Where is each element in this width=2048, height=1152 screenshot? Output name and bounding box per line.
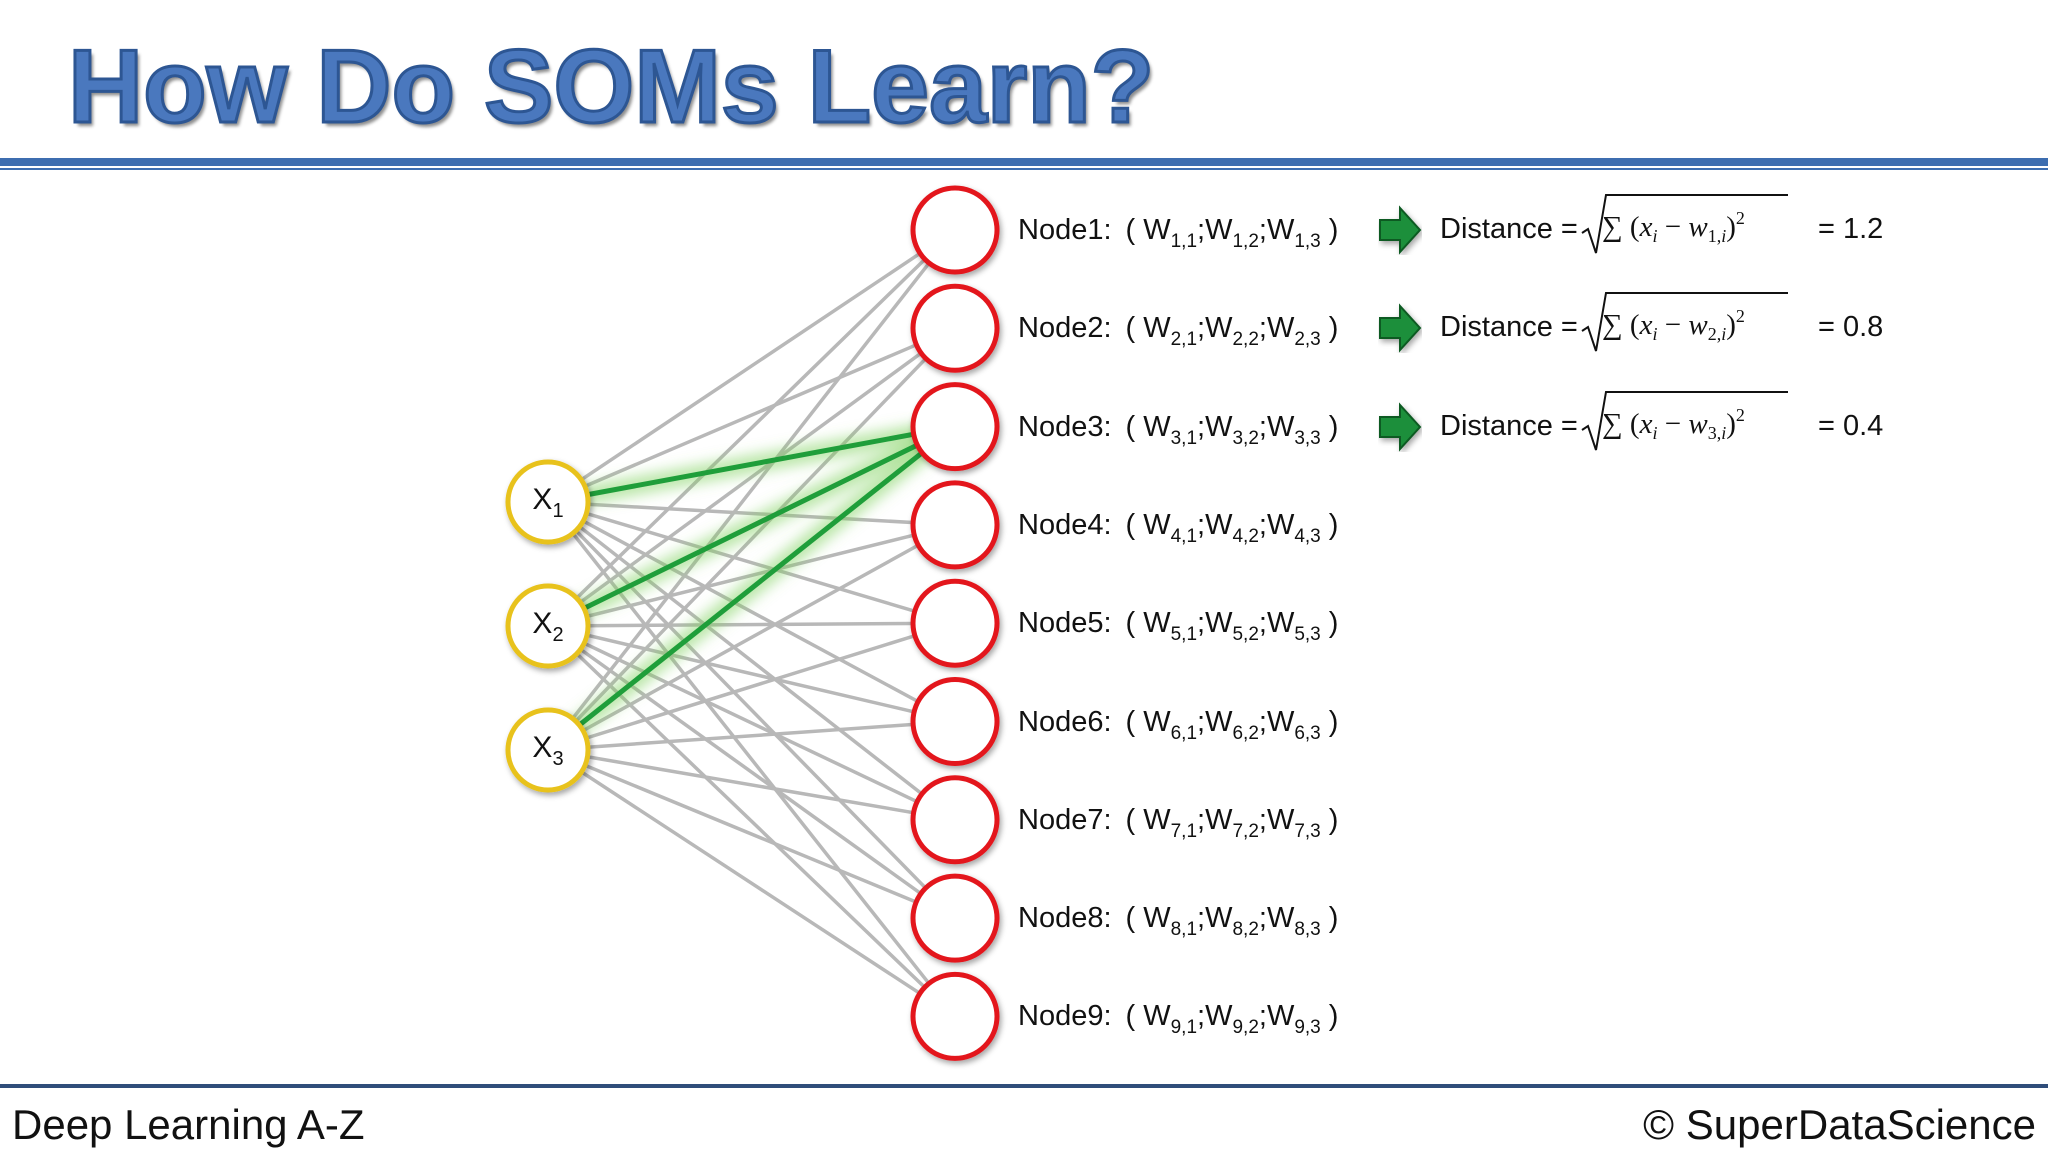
weight-edge xyxy=(547,326,956,504)
winning-edge xyxy=(546,424,957,752)
input-label: X1 xyxy=(532,483,564,522)
node-weight-label: Node9:( W9,1;W9,2;W9,3 ) xyxy=(1018,1000,1339,1039)
weight-edges xyxy=(546,228,957,1018)
weight-edge xyxy=(546,327,957,752)
arrow-right-icon xyxy=(1379,402,1422,452)
weight-edge xyxy=(546,228,957,628)
input-label: X2 xyxy=(532,607,564,646)
weight-edge xyxy=(546,500,957,920)
output-node xyxy=(910,185,1000,275)
square-root-symbol xyxy=(1581,292,1788,352)
weight-edge xyxy=(547,523,956,628)
distance-value: = 1.2 xyxy=(1818,213,1884,245)
node-weight-label: Node6:( W6,1;W6,2;W6,3 ) xyxy=(1018,705,1339,744)
output-node xyxy=(910,480,1000,570)
weight-edge xyxy=(547,748,956,920)
weight-edge xyxy=(547,748,956,822)
winning-edge xyxy=(546,424,957,629)
input-layer xyxy=(505,459,591,793)
distance-value: = 0.8 xyxy=(1818,311,1884,344)
course-name: Deep Learning A-Z xyxy=(12,1101,365,1148)
output-node xyxy=(910,971,1000,1061)
output-node xyxy=(910,677,1000,766)
square-root-symbol xyxy=(1581,390,1788,450)
distance-formula: ∑ (xi − w3,i)2 xyxy=(1602,404,1745,443)
weight-edge xyxy=(547,748,956,1018)
weight-edge xyxy=(547,624,956,822)
weight-edge xyxy=(546,326,957,628)
input-node xyxy=(505,459,591,545)
node-weight-label: Node2:( W2,1;W2,2;W2,3 ) xyxy=(1018,312,1339,351)
weight-edge xyxy=(547,523,956,752)
distance-formula: ∑ (xi − w2,i)2 xyxy=(1602,306,1745,345)
distance-label: Distance = xyxy=(1440,409,1578,442)
output-node xyxy=(910,283,1000,373)
input-node xyxy=(505,583,591,669)
footer-divider xyxy=(0,1084,2048,1088)
distance-label: Distance = xyxy=(1440,213,1578,245)
node-weight-label: Node5:( W5,1;W5,2;W5,3 ) xyxy=(1018,607,1339,646)
output-node xyxy=(910,873,1000,963)
weight-edge xyxy=(546,500,957,822)
output-node xyxy=(910,578,1000,668)
weight-edge xyxy=(547,500,956,625)
weight-edge xyxy=(547,500,956,724)
weight-edge xyxy=(547,624,956,724)
node-weight-label: Node8:( W8,1;W8,2;W8,3 ) xyxy=(1018,902,1339,941)
arrow-right-icon xyxy=(1379,303,1422,353)
distance-formula: ∑ (xi − w1,i)2 xyxy=(1602,208,1745,246)
distance-value: = 0.4 xyxy=(1818,409,1884,442)
node-weight-label: Node7:( W7,1;W7,2;W7,3 ) xyxy=(1018,803,1339,842)
title-divider-thin xyxy=(0,168,2048,170)
output-node xyxy=(910,775,1000,865)
weight-edge xyxy=(547,621,956,752)
weight-edge xyxy=(546,228,957,752)
weight-edge xyxy=(546,624,957,920)
copyright: © SuperDataScience xyxy=(1643,1101,2036,1148)
weight-edge xyxy=(547,228,956,504)
output-layer xyxy=(910,185,1000,1061)
title-divider xyxy=(0,158,2048,166)
winning-edge xyxy=(547,424,956,505)
winning-edges xyxy=(546,424,957,752)
input-label: X3 xyxy=(532,731,564,770)
weight-edge xyxy=(547,621,956,628)
output-node xyxy=(910,382,1000,472)
page-title: How Do SOMs Learn? xyxy=(66,28,1155,147)
node-weight-label: Node1:( W1,1;W1,2;W1,3 ) xyxy=(1018,214,1339,252)
node-weight-label: Node4:( W4,1;W4,2;W4,3 ) xyxy=(1018,508,1339,547)
distance-label: Distance = xyxy=(1440,311,1578,344)
node-weight-label: Node3:( W3,1;W3,2;W3,3 ) xyxy=(1018,410,1339,449)
weight-edge xyxy=(547,719,956,752)
arrow-right-icon xyxy=(1379,205,1422,255)
weight-edge xyxy=(547,500,956,527)
input-node xyxy=(505,707,591,793)
square-root-symbol xyxy=(1581,194,1788,254)
